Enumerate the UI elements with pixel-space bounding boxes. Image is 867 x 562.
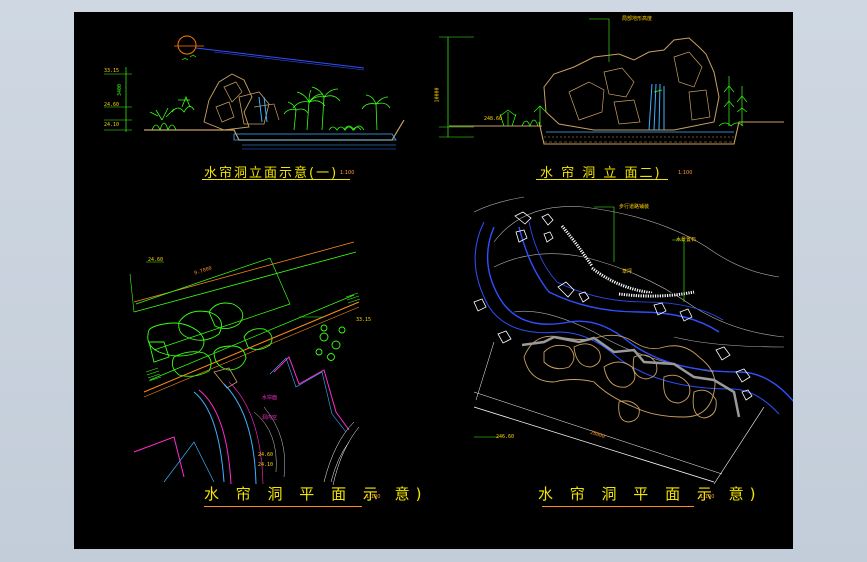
elevation-two [439, 18, 784, 145]
plan-right [473, 196, 793, 485]
title-underline [536, 179, 668, 180]
cad-drawing-canvas[interactable]: 33.15 24.60 24.10 3400 水帘洞立面示意(一) 1:100 … [74, 12, 793, 549]
panel-title-plan-left: 水 帘 洞 平 面 示 意) [204, 485, 428, 503]
lawn-label: 草坪 [622, 269, 633, 275]
cad-drawing-svg [104, 18, 793, 486]
plan-left [129, 241, 361, 486]
callout-label: 步行道路铺装 [619, 204, 650, 210]
scale-label: 1:100 [366, 494, 381, 500]
level-label: 248.60 [484, 116, 503, 122]
level-label: 24.60 [258, 452, 274, 458]
title-underline [202, 179, 350, 180]
title-underline [542, 506, 694, 507]
level-label: 24.10 [104, 122, 120, 128]
scale-label: 1:100 [340, 170, 355, 176]
scale-label: 1:100 [700, 494, 715, 500]
callout-label: 水景置石 [676, 237, 697, 243]
panel-title-elevation-two: 水 帘 洞 立 面二) [540, 166, 662, 181]
level-label: 24.10 [258, 462, 274, 468]
title-underline [204, 506, 362, 507]
sun-symbol [177, 35, 197, 55]
callout-label: 局部地形高度 [622, 16, 653, 22]
scale-label: 1:100 [678, 170, 693, 176]
panel-title-plan-right: 水 帘 洞 平 面 示 意) [538, 485, 762, 503]
level-label: 24.60 [104, 102, 120, 108]
level-label: 24.60 [148, 257, 164, 263]
level-label: 33.15 [356, 317, 372, 323]
dimension-label: 3400 [117, 83, 124, 97]
cave-label: 洞内空 [262, 415, 278, 421]
water-curtain-label: 水帘面 [262, 395, 278, 401]
level-label: 246.60 [496, 434, 515, 440]
elevation-one [104, 35, 405, 150]
level-label: 33.15 [104, 68, 120, 74]
dimension-label: 10000 [434, 87, 441, 103]
panel-title-elevation-one: 水帘洞立面示意(一) [204, 166, 339, 181]
